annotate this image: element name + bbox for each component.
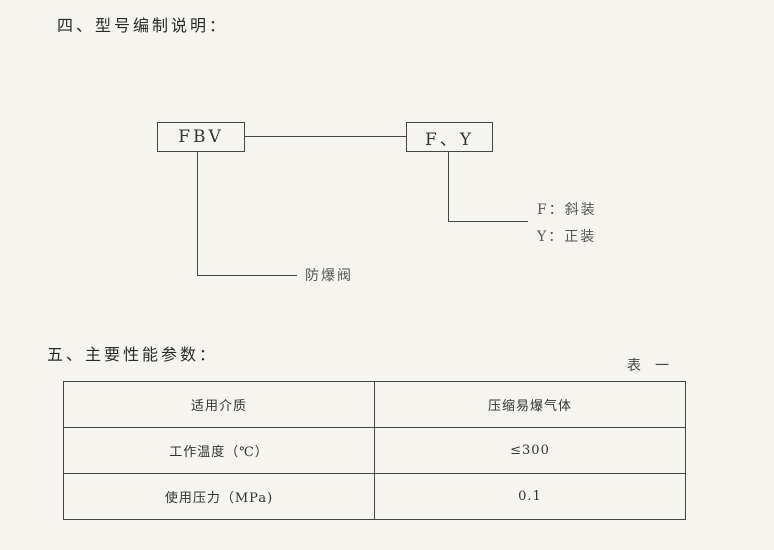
table-row: 适用介质 压缩易爆气体 <box>63 381 686 428</box>
option-y-code: Y： <box>537 229 565 245</box>
model-leader-horizontal <box>197 275 297 276</box>
param-cell: 工作温度（℃） <box>63 427 375 474</box>
connector-line-horizontal <box>245 136 406 137</box>
value-cell: ≤300 <box>374 427 686 474</box>
section-4-heading: 四、型号编制说明： <box>57 16 229 35</box>
table-row: 工作温度（℃） ≤300 <box>63 427 686 474</box>
model-code-text: FBV <box>178 127 224 147</box>
product-name-label: 防爆阀 <box>305 268 353 284</box>
param-cell: 使用压力（MPa) <box>63 473 375 520</box>
option-f-meaning: 斜装 <box>564 202 597 218</box>
table-caption: 表 一 <box>627 358 669 374</box>
suffix-code-box: F、Y <box>406 122 493 152</box>
suffix-leader-vertical <box>448 152 449 222</box>
model-code-box: FBV <box>157 122 245 152</box>
value-cell: 压缩易爆气体 <box>374 381 686 428</box>
model-leader-vertical <box>197 152 198 276</box>
option-f: F：斜装 <box>537 199 597 219</box>
performance-table: 适用介质 压缩易爆气体 工作温度（℃） ≤300 使用压力（MPa) 0.1 <box>63 381 686 520</box>
value-cell: 0.1 <box>374 473 686 520</box>
table-row: 使用压力（MPa) 0.1 <box>63 473 686 520</box>
option-y: Y：正装 <box>537 226 596 246</box>
param-cell: 适用介质 <box>63 381 375 428</box>
option-y-meaning: 正装 <box>564 229 597 245</box>
option-f-code: F： <box>537 202 565 218</box>
suffix-leader-horizontal <box>448 221 528 222</box>
suffix-code-text: F、Y <box>424 129 475 150</box>
section-5-heading: 五、主要性能参数： <box>47 345 219 364</box>
